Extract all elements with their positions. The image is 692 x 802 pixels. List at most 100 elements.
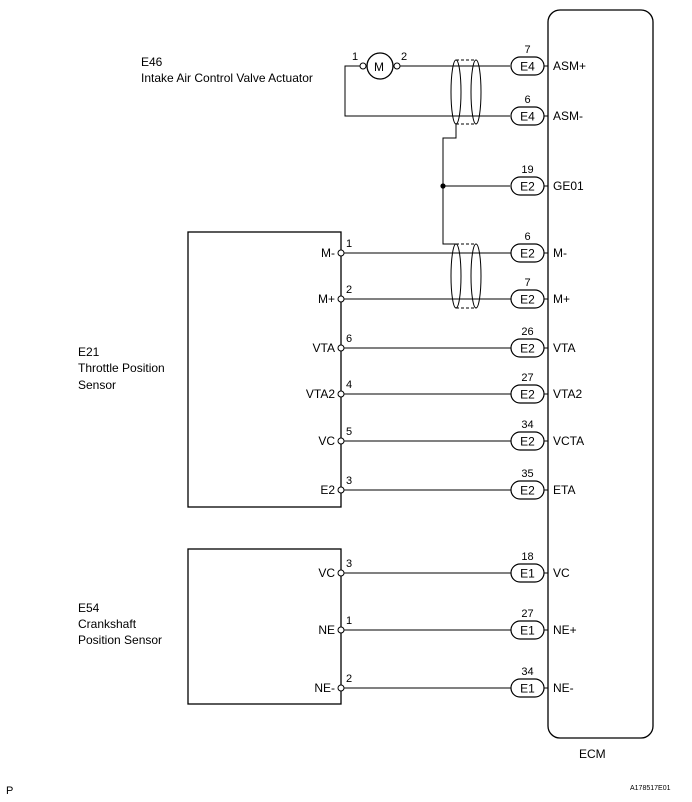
- ecm-connector-label: E4: [520, 60, 535, 74]
- sensor-pin-number: 1: [346, 615, 352, 627]
- ecm-pin-number: 27: [521, 608, 533, 620]
- ecm-terminal-label: ASM+: [553, 59, 586, 73]
- sensor-terminal-label: VTA2: [306, 387, 335, 401]
- sensor-terminal: [337, 626, 345, 634]
- ecm-terminal-label: GE01: [553, 179, 584, 193]
- ecm-terminal-label: VTA: [553, 341, 575, 355]
- ecm-connector-label: E1: [520, 624, 535, 638]
- sensor-terminal: [337, 437, 345, 445]
- wire-row: 1M- E2 6M-: [321, 231, 567, 263]
- sensor-terminal-label: VC: [318, 434, 335, 448]
- ecm-terminal-label: M-: [553, 246, 567, 260]
- motor-symbol: M: [374, 60, 384, 74]
- ecm-connector-label: E2: [520, 435, 535, 449]
- sensor-pin-number: 3: [346, 558, 352, 570]
- sensor-terminal: [337, 249, 345, 257]
- throttle-sensor-box: [187, 231, 342, 508]
- ecm-pin-number: 6: [524, 231, 530, 243]
- wires-layer: E47ASM+E46ASM-E219GE011M-E26M-2M+E27M+6V…: [306, 44, 586, 698]
- sensor-terminal: [337, 569, 345, 577]
- sensor-terminal: [337, 684, 345, 692]
- ecm-terminal-label: NE-: [553, 681, 574, 695]
- ecm-terminal-label: VTA2: [553, 387, 582, 401]
- ecm-connector-label: E2: [520, 180, 535, 194]
- ecm-connector-label: E4: [520, 110, 535, 124]
- ecm-pin-number: 26: [521, 326, 533, 338]
- sensor-terminal-label: M-: [321, 246, 335, 260]
- ecm-connector-label: E2: [520, 247, 535, 261]
- motor-pin1-label: 1: [352, 51, 358, 63]
- e21-name-line2: Sensor: [78, 378, 116, 392]
- sensor-pin-number: 3: [346, 475, 352, 487]
- e46-id: E46: [141, 55, 163, 69]
- sensor-terminal-label: E2: [320, 483, 335, 497]
- sensor-pin-number: 5: [346, 426, 352, 438]
- ecm-terminal-label: NE+: [553, 623, 577, 637]
- ecm-pin-number: 34: [521, 419, 533, 431]
- sensor-terminal: [337, 486, 345, 494]
- ecm-connector-label: E1: [520, 567, 535, 581]
- page-marker: P: [6, 785, 13, 797]
- ecm-pin-number: 19: [521, 164, 533, 176]
- ecm-connector-label: E2: [520, 342, 535, 356]
- e21-name-line1: Throttle Position: [78, 361, 165, 375]
- ecm-connector-label: E2: [520, 388, 535, 402]
- ecm-connector-label: E1: [520, 682, 535, 696]
- motor-pin2-label: 2: [401, 51, 407, 63]
- e54-name-line2: Position Sensor: [78, 633, 162, 647]
- sensor-terminal: [337, 295, 345, 303]
- figure-code: A178517E01: [630, 785, 671, 792]
- sensor-terminal-label: VTA: [313, 341, 335, 355]
- motor-pin1-terminal: [359, 62, 367, 70]
- sensor-terminal: [337, 390, 345, 398]
- ecm-terminal-label: VCTA: [553, 434, 584, 448]
- ecm-terminal-label: ASM-: [553, 109, 583, 123]
- ecm-pin-number: 7: [524, 277, 530, 289]
- ecm-connector-label: E2: [520, 484, 535, 498]
- e54-id: E54: [78, 601, 100, 615]
- ecm-connector-label: E2: [520, 293, 535, 307]
- sensor-terminal-label: NE-: [314, 681, 335, 695]
- crankshaft-sensor-box: [187, 548, 342, 705]
- ecm-terminal-label: ETA: [553, 483, 575, 497]
- motor-actuator: M 1 2: [352, 51, 407, 80]
- sensor-pin-number: 1: [346, 238, 352, 250]
- sensor-pin-number: 2: [346, 284, 352, 296]
- actuator-wiring: [344, 65, 510, 245]
- sensor-pin-number: 4: [346, 379, 352, 391]
- ecm-box: [547, 9, 654, 739]
- ecm-pin-number: 35: [521, 468, 533, 480]
- ecm-pin-number: 7: [524, 44, 530, 56]
- ecm-pin-number: 34: [521, 666, 533, 678]
- motor-pin2-terminal: [393, 62, 401, 70]
- sensor-terminal: [337, 344, 345, 352]
- ecm-pin-number: 6: [524, 94, 530, 106]
- ecm-terminal-label: VC: [553, 566, 570, 580]
- ecm-pin-number: 27: [521, 372, 533, 384]
- sensor-pin-number: 6: [346, 333, 352, 345]
- shield-bottom: [450, 243, 482, 309]
- ecm-terminal-label: M+: [553, 292, 570, 306]
- ground-junction: [440, 183, 446, 189]
- e54-name-line1: Crankshaft: [78, 617, 137, 631]
- wire-row: 2M+ E2 7M+: [318, 277, 570, 309]
- shield-top: [450, 59, 482, 125]
- e21-id: E21: [78, 345, 100, 359]
- e46-name: Intake Air Control Valve Actuator: [141, 71, 313, 85]
- sensor-terminal-label: M+: [318, 292, 335, 306]
- ecm-pin-number: 18: [521, 551, 533, 563]
- sensor-terminal-label: VC: [318, 566, 335, 580]
- ecm-label: ECM: [579, 747, 606, 761]
- sensor-terminal-label: NE: [318, 623, 335, 637]
